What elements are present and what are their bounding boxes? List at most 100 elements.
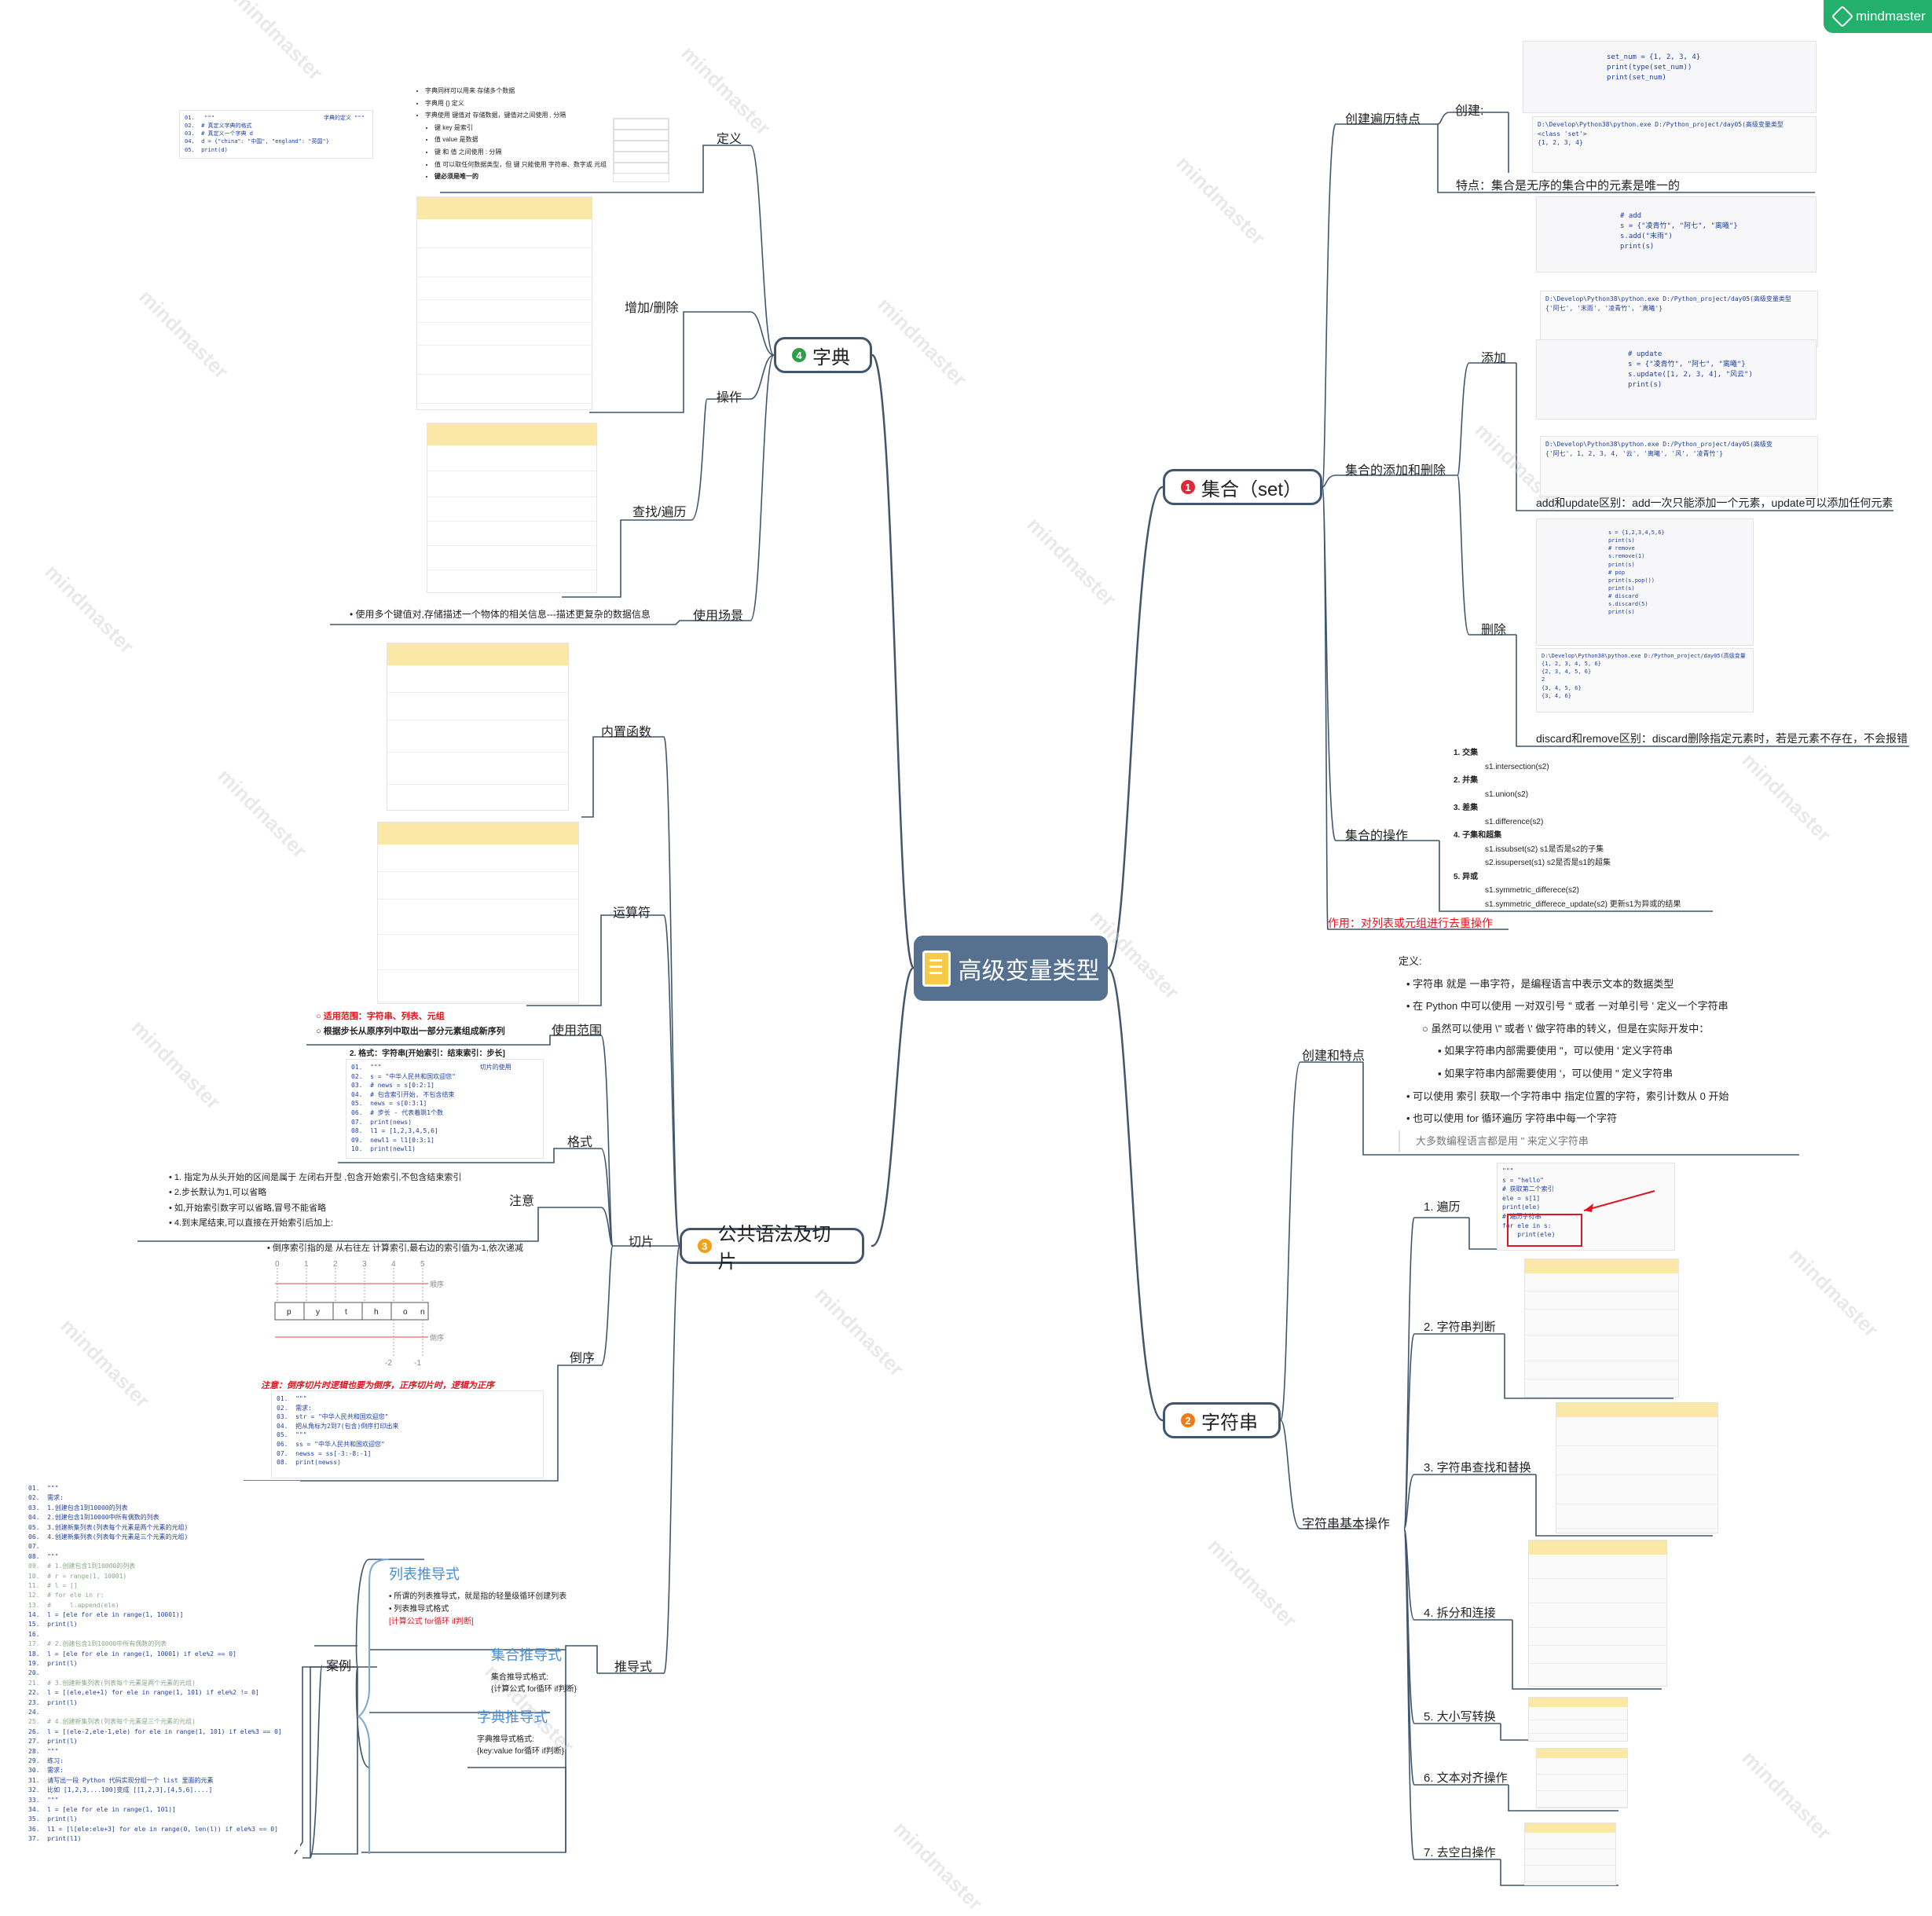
set-discard-remove-diff[interactable]: discard和remove区别：discard删除指定元素时，若是元素不存在，… bbox=[1536, 732, 1908, 745]
string-op-3[interactable]: 3. 字符串查找和替换 bbox=[1424, 1461, 1531, 1475]
subtopic-format[interactable]: 格式 bbox=[567, 1136, 593, 1149]
subtopic-dict-operate[interactable]: 操作 bbox=[717, 391, 742, 405]
dict-definition-list: 字典同样可以用来 存储多个数据 字典用 {} 定义 字典使用 键值对 存储数据，… bbox=[412, 85, 607, 183]
subtopic-string-basic-ops[interactable]: 字符串基本操作 bbox=[1302, 1518, 1391, 1531]
subtopic-set-add[interactable]: 添加 bbox=[1481, 352, 1507, 365]
code-block: # add s = {"凌青竹", "阿七", "离曦"} s.add("末雨"… bbox=[1620, 212, 1738, 251]
list-comprehension-title[interactable]: 列表推导式 bbox=[389, 1566, 460, 1582]
table-row bbox=[417, 346, 592, 375]
subtopic-comprehension[interactable]: 推导式 bbox=[614, 1661, 653, 1674]
code-line: 05. 3.创建新集列表(列表每个元素是两个元素的元组) bbox=[28, 1523, 189, 1531]
subtopic-reverse[interactable]: 倒序 bbox=[570, 1352, 596, 1365]
set-feature-text[interactable]: 特点：集合是无序的集合中的元素是唯一的 bbox=[1456, 179, 1681, 192]
string-def-item: ▪ 如果字符串内部需要使用 '，可以使用 " 定义字符串 bbox=[1438, 1067, 1674, 1079]
subtopic-slice[interactable]: 切片 bbox=[629, 1236, 654, 1249]
notebook-icon bbox=[922, 950, 951, 987]
subtopic-set-ops[interactable]: 集合的操作 bbox=[1345, 830, 1409, 843]
code-line: 21. # 3.创建新集列表(列表每个元素是两个元素的元组) bbox=[28, 1679, 196, 1687]
mindmaster-logo[interactable]: mindmaster bbox=[1824, 0, 1932, 33]
dict-comprehension-title[interactable]: 字典推导式 bbox=[477, 1709, 548, 1725]
code-block: 01. """ 切片的使用 02. s = "中华人民共和国欢迎您" 03. #… bbox=[351, 1064, 511, 1153]
number-badge-icon: 2 bbox=[1181, 1413, 1195, 1427]
table-row bbox=[1556, 1417, 1718, 1446]
subtopic-operators[interactable]: 运算符 bbox=[613, 907, 651, 920]
table-row bbox=[1529, 1720, 1627, 1734]
svg-text:4: 4 bbox=[391, 1260, 396, 1269]
string-op-2[interactable]: 2. 字符串判断 bbox=[1424, 1321, 1496, 1334]
topic-string-title: 字符串 bbox=[1201, 1412, 1258, 1434]
string-op-4[interactable]: 4. 拆分和连接 bbox=[1424, 1606, 1496, 1620]
list-comp-line: • 所谓的列表推导式，就是指的轻量级循环创建列表 bbox=[389, 1592, 567, 1601]
table-row bbox=[1525, 1273, 1678, 1291]
code-line: 01. """ bbox=[28, 1485, 59, 1492]
svg-text:3: 3 bbox=[362, 1260, 367, 1269]
set-op-item: s1.union(s2) bbox=[1485, 789, 1529, 799]
code-line: 34. l = [ele for ele in range(1, 101)] bbox=[28, 1805, 176, 1813]
string-op-7[interactable]: 7. 去空白操作 bbox=[1424, 1846, 1496, 1859]
table-header bbox=[1525, 1259, 1678, 1273]
code-block: 01. """ 字典的定义 """ 02. # 真定义字典的格式 03. # 真… bbox=[185, 115, 365, 153]
string-split-join-table bbox=[1528, 1540, 1667, 1687]
dict-def-item: 键 key 是索引 bbox=[434, 122, 607, 134]
table-row bbox=[427, 497, 596, 522]
set-op-item: 5. 异或 bbox=[1454, 872, 1479, 881]
topic-dict[interactable]: 4 字典 bbox=[774, 337, 872, 373]
table-header bbox=[378, 822, 578, 844]
subtopic-set-add-remove[interactable]: 集合的添加和删除 bbox=[1345, 464, 1446, 478]
string-strip-table bbox=[1524, 1823, 1616, 1885]
set-add-update-diff[interactable]: add和update区别：add一次只能添加一个元素，update可以添加任何元… bbox=[1536, 496, 1894, 509]
subtopic-dict-define[interactable]: 定义 bbox=[717, 133, 742, 146]
subtopic-set-create[interactable]: 创建: bbox=[1455, 104, 1484, 118]
topic-syntax-slice[interactable]: 3 公共语法及切片 bbox=[680, 1224, 864, 1273]
reverse-warning: 注意：倒序切片时逻辑也要为倒序，正序切片时，逻辑为正序 bbox=[261, 1381, 494, 1390]
string-op-6[interactable]: 6. 文本对齐操作 bbox=[1424, 1771, 1508, 1785]
set-comp-line: 集合推导式格式: bbox=[491, 1673, 548, 1682]
topic-string[interactable]: 2 字符串 bbox=[1163, 1402, 1281, 1438]
table-row bbox=[417, 219, 592, 248]
table-row bbox=[614, 141, 669, 152]
table-row bbox=[614, 163, 669, 174]
subtopic-dict-add-del[interactable]: 增加/删除 bbox=[625, 302, 679, 315]
table-row bbox=[1529, 1579, 1666, 1603]
subtopic-set-create-features[interactable]: 创建遍历特点 bbox=[1345, 113, 1421, 126]
string-align-table bbox=[1536, 1748, 1628, 1808]
table-row bbox=[427, 445, 596, 471]
central-topic[interactable]: 高级变量类型 bbox=[914, 936, 1108, 1001]
code-line: 02. 需求: bbox=[28, 1494, 64, 1502]
code-line: 32. 比如 [1,2,3,...100]变成 [[1,2,3],[4,5,6]… bbox=[28, 1786, 213, 1794]
dict-comprehension-notes: 字典推导式格式: {key:value for循环 if判断} bbox=[477, 1734, 564, 1757]
set-delete-output-screenshot: D:\Develop\Python38\python.exe D:/Python… bbox=[1536, 648, 1754, 713]
topic-set[interactable]: 1 集合（set） bbox=[1163, 469, 1322, 505]
table-row bbox=[1556, 1446, 1718, 1475]
string-op-5[interactable]: 5. 大小写转换 bbox=[1424, 1710, 1496, 1724]
code-line: 31. 请写出一段 Python 代码实现分组一个 list 里面的元素 bbox=[28, 1776, 214, 1784]
dict-comp-line: 字典推导式格式: bbox=[477, 1735, 534, 1744]
table-header bbox=[387, 643, 568, 665]
svg-text:倒序: 倒序 bbox=[430, 1333, 444, 1342]
subtopic-builtin-functions[interactable]: 内置函数 bbox=[601, 726, 652, 739]
code-line: 14. l = [ele for ele in range(1, 10001)] bbox=[28, 1611, 184, 1619]
red-arrow-icon bbox=[1583, 1190, 1655, 1212]
svg-text:顺序: 顺序 bbox=[430, 1280, 444, 1288]
table-row bbox=[378, 872, 578, 899]
string-def-item: • 字符串 就是 一串字符，是编程语言中表示文本的数据类型 bbox=[1406, 977, 1674, 990]
set-op-item: 3. 差集 bbox=[1454, 804, 1479, 812]
string-op-1[interactable]: 1. 遍历 bbox=[1424, 1200, 1461, 1214]
subtopic-note[interactable]: 注意 bbox=[509, 1195, 535, 1208]
set-comp-line: {计算公式 for循环 if判断} bbox=[491, 1685, 577, 1694]
subtopic-use-range[interactable]: 使用范围 bbox=[552, 1024, 603, 1038]
subtopic-dict-scene[interactable]: 使用场景 bbox=[693, 610, 744, 623]
subtopic-dict-query[interactable]: 查找/遍历 bbox=[632, 506, 687, 519]
subtopic-string-create-features[interactable]: 创建和特点 bbox=[1302, 1050, 1366, 1063]
set-comprehension-title[interactable]: 集合推导式 bbox=[491, 1647, 562, 1663]
subtopic-cases[interactable]: 案例 bbox=[326, 1660, 352, 1673]
set-op-item: s1.difference(s2) bbox=[1485, 817, 1544, 826]
table-row bbox=[427, 546, 596, 570]
set-purpose[interactable]: 作用：对列表或元组进行去重操作 bbox=[1328, 917, 1493, 929]
svg-text:1: 1 bbox=[304, 1260, 309, 1269]
code-line: 11. # l = [] bbox=[28, 1581, 78, 1589]
table-row bbox=[1525, 1335, 1678, 1361]
code-line: 16. bbox=[28, 1630, 48, 1638]
subtopic-set-delete[interactable]: 删除 bbox=[1481, 624, 1507, 637]
